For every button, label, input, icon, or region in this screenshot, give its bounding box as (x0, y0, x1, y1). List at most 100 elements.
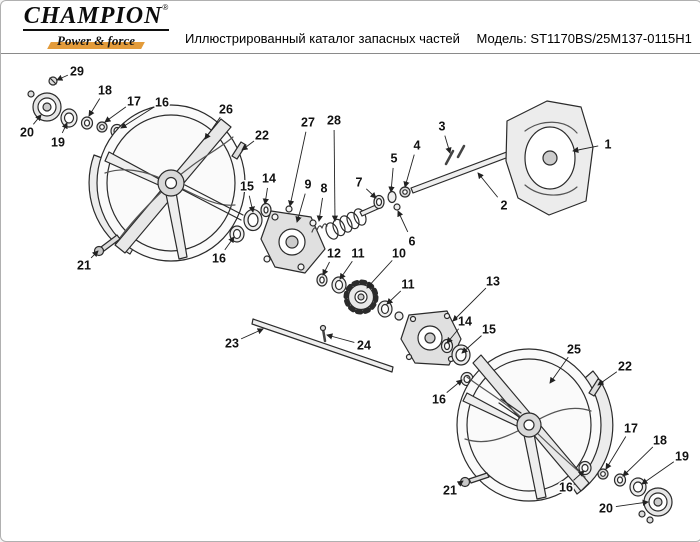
brand-tagline: Power & force (57, 33, 135, 48)
impeller-right (456, 348, 614, 502)
leader-line-9 (295, 193, 306, 223)
leader-line-11 (339, 260, 353, 280)
leader-line-17 (104, 106, 127, 123)
callout-21: 21 (443, 484, 457, 498)
leader-line-14 (446, 328, 460, 344)
leader-line-15 (248, 195, 255, 213)
callout-12: 12 (327, 247, 341, 261)
catalog-title: Иллюстрированный каталог запасных частей (185, 31, 460, 46)
callout-22: 22 (618, 360, 632, 374)
leader-line-4 (403, 154, 415, 188)
callout-6: 6 (409, 235, 416, 249)
brand-logo: CHAMPION® Power & force (17, 4, 175, 50)
callout-5: 5 (391, 152, 398, 166)
leader-line-2 (477, 172, 499, 198)
callout-16: 16 (559, 481, 573, 495)
brand-wordmark: CHAMPION® (22, 3, 170, 31)
leader-line-24 (326, 333, 355, 343)
gearbox-left (260, 205, 326, 274)
leader-line-3 (444, 135, 452, 154)
callout-19: 19 (51, 136, 65, 150)
brand-tagline-wrap: Power & force (47, 32, 145, 50)
callout-7: 7 (356, 176, 363, 190)
leader-line-23 (240, 328, 264, 340)
leader-line-16 (446, 379, 463, 393)
leader-line-13 (452, 287, 487, 322)
callout-27: 27 (301, 116, 315, 130)
callout-17: 17 (127, 95, 141, 109)
callout-11: 11 (351, 247, 364, 261)
callout-14: 14 (262, 172, 276, 186)
callout-4: 4 (414, 139, 421, 153)
registered-mark: ® (162, 3, 169, 12)
leader-line-16 (120, 106, 154, 129)
callout-15: 15 (240, 180, 254, 194)
callout-16: 16 (155, 96, 169, 110)
leader-line-10 (366, 260, 393, 289)
leader-line-5 (388, 167, 395, 193)
leader-line-16 (573, 470, 585, 481)
callout-3: 3 (439, 120, 446, 134)
leader-line-12 (322, 261, 330, 276)
callout-18: 18 (653, 434, 667, 448)
leader-line-19 (61, 122, 68, 134)
leader-line-18 (88, 98, 101, 117)
leader-line-18 (622, 446, 654, 477)
callout-20: 20 (599, 502, 613, 516)
callout-23: 23 (225, 337, 239, 351)
callout-22: 22 (255, 129, 269, 143)
callout-10: 10 (392, 247, 406, 261)
leader-line-17 (605, 436, 627, 470)
leader-line-26 (204, 116, 221, 140)
callout-17: 17 (624, 422, 638, 436)
leader-line-20 (615, 499, 649, 508)
callout-16: 16 (212, 252, 226, 266)
impeller-left (88, 104, 246, 262)
header: CHAMPION® Power & force Иллюстрированный… (1, 1, 700, 54)
callout-1: 1 (605, 138, 612, 152)
leader-line-15 (461, 335, 482, 354)
callout-15: 15 (482, 323, 496, 337)
hex-shaft (251, 318, 394, 373)
leader-line-22 (241, 140, 255, 151)
callout-18: 18 (98, 84, 112, 98)
leader-line-8 (316, 197, 323, 222)
leader-line-7 (365, 188, 377, 199)
auger-shaft-rings-left (229, 202, 272, 243)
leader-line-14 (262, 187, 269, 205)
callout-16: 16 (432, 393, 446, 407)
callout-26: 26 (219, 103, 233, 117)
leader-line-21 (90, 250, 99, 259)
callout-13: 13 (486, 275, 500, 289)
leader-line-6 (397, 210, 409, 233)
leader-line-29 (56, 74, 69, 81)
leader-line-21 (456, 480, 464, 487)
shaft-small-parts (373, 186, 411, 211)
header-titles: Иллюстрированный каталог запасных частей… (185, 31, 692, 50)
leader-line-16 (224, 236, 235, 251)
brand-name: CHAMPION (23, 3, 163, 29)
callout-21: 21 (77, 259, 91, 273)
sprocket-cluster (316, 273, 404, 321)
spring-8 (311, 223, 328, 233)
leader-line-19 (641, 461, 675, 485)
callout-2: 2 (501, 199, 508, 213)
leader-line-22 (597, 371, 618, 386)
worm-coil (325, 203, 381, 240)
leader-line-25 (549, 356, 569, 384)
housing-right (505, 100, 594, 216)
leader-line-11 (386, 290, 402, 305)
callout-25: 25 (567, 343, 581, 357)
leader-line-27 (288, 131, 307, 207)
callout-29: 29 (70, 65, 84, 79)
auger-shaft-right (410, 144, 523, 194)
callout-14: 14 (458, 315, 472, 329)
callout-24: 24 (357, 339, 371, 353)
leader-line-1 (572, 145, 599, 154)
callout-8: 8 (321, 182, 328, 196)
leader-line-20 (33, 114, 42, 125)
callout-11: 11 (401, 278, 414, 292)
callout-9: 9 (305, 178, 312, 192)
